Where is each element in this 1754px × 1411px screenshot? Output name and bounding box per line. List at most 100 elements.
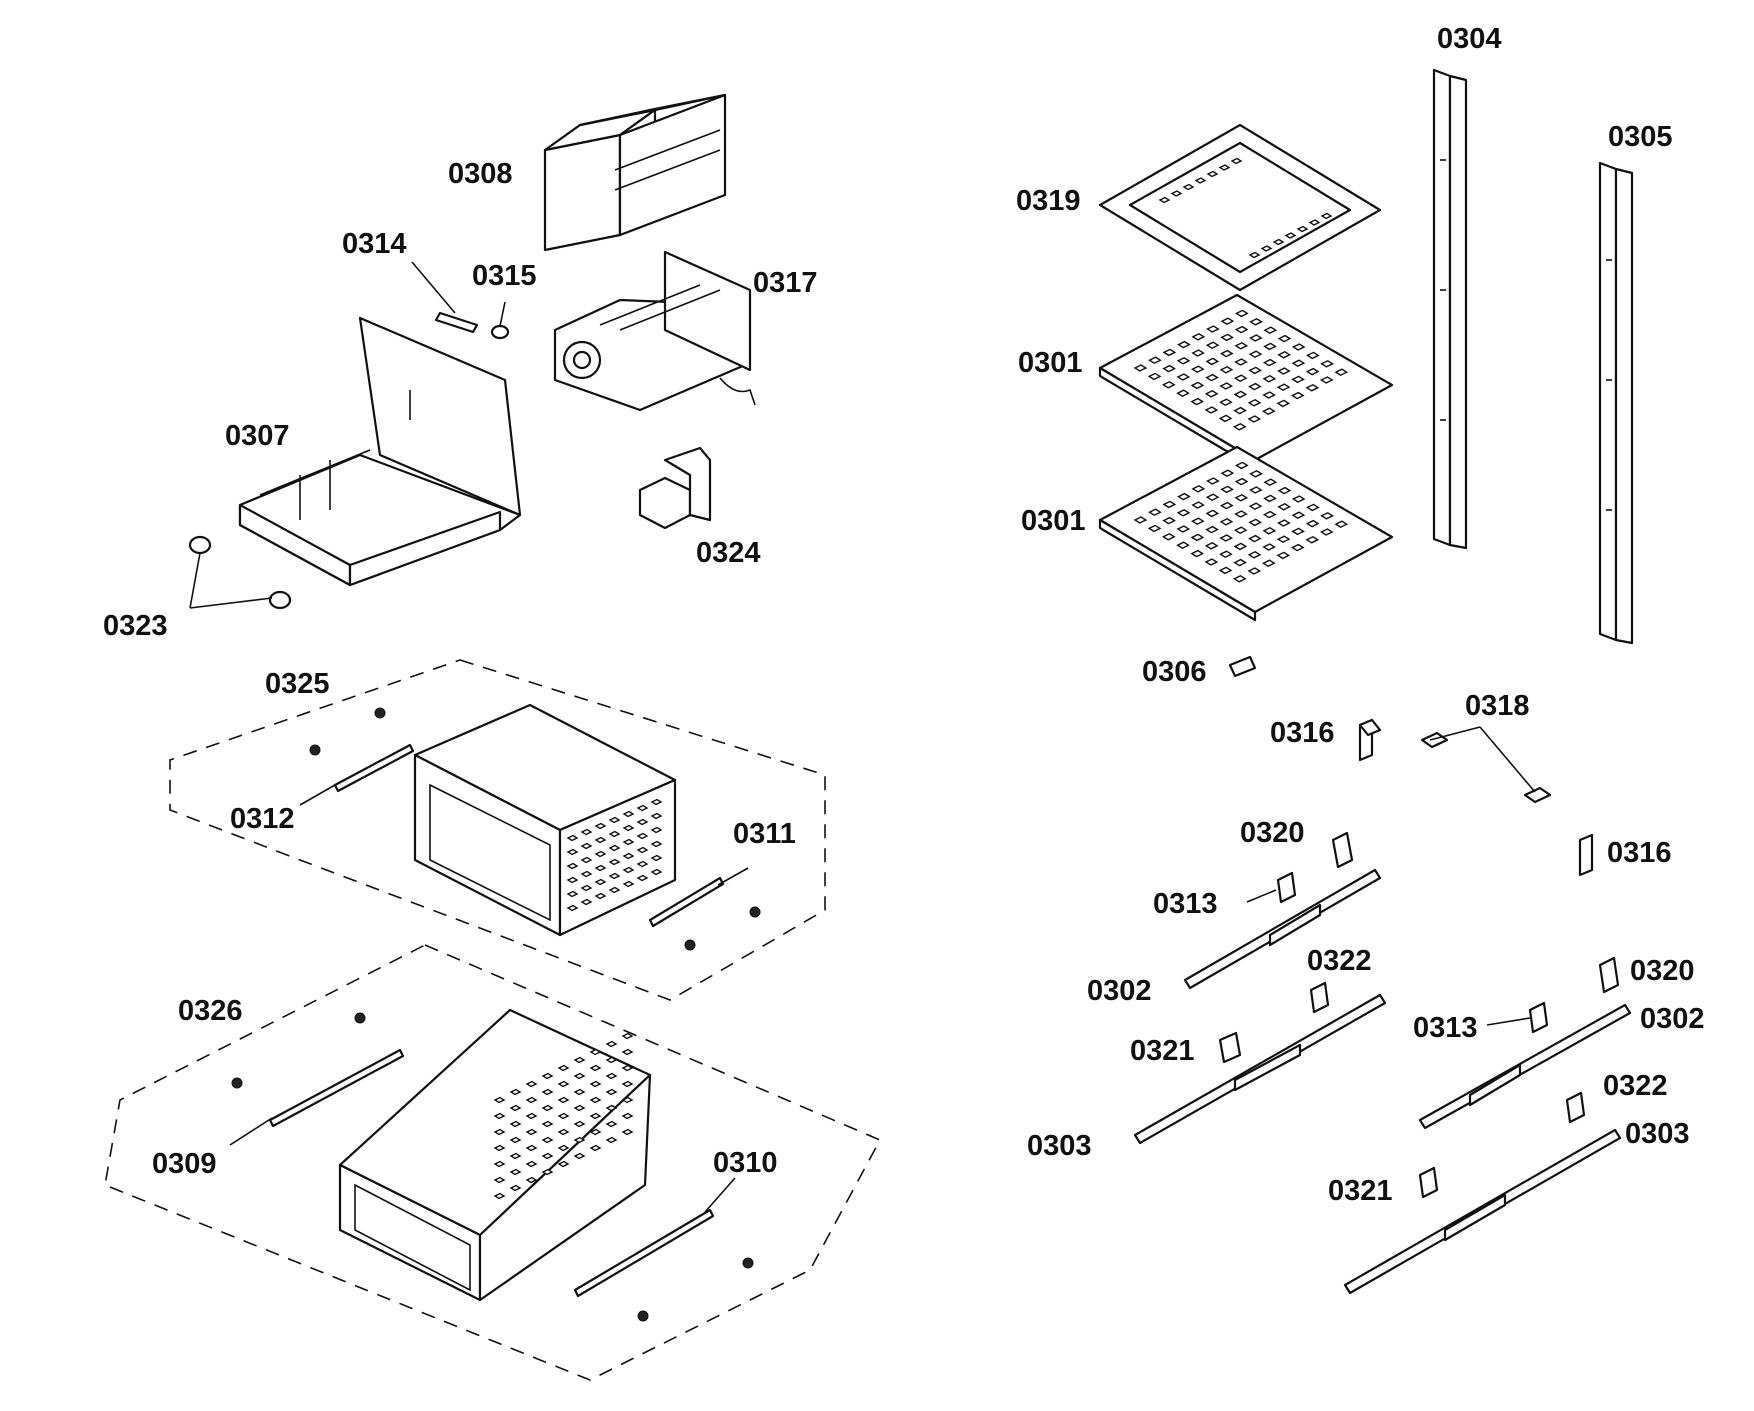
perforation-hole — [1162, 348, 1177, 357]
label-0313-lower: 0313 — [1413, 1012, 1478, 1044]
perforation-hole — [589, 1080, 602, 1088]
perforation-hole — [541, 1136, 554, 1144]
perforation-hole — [1176, 373, 1191, 381]
label-0306: 0306 — [1142, 656, 1207, 688]
label-0322-upper: 0322 — [1307, 945, 1372, 977]
perforation-hole — [608, 872, 621, 880]
perforation-hole — [589, 1048, 602, 1056]
perforation-hole — [509, 1168, 522, 1176]
perforation-hole — [621, 1096, 634, 1104]
part-0306-clip — [1228, 655, 1257, 678]
part-0316-bracket-lower — [1578, 833, 1594, 877]
perforation-hole — [1247, 567, 1262, 575]
perforation-hole — [1305, 383, 1320, 392]
perforation-hole — [541, 1088, 554, 1096]
part-0308-ice-bin — [543, 93, 727, 252]
label-0302-upper: 0302 — [1087, 975, 1152, 1007]
perforation-hole — [1291, 495, 1306, 503]
label-0310: 0310 — [713, 1147, 778, 1179]
perforation-hole — [573, 1136, 586, 1144]
label-0313-upper: 0313 — [1153, 888, 1218, 920]
perforation-hole — [650, 854, 663, 862]
perforation-hole — [594, 850, 607, 858]
perforation-hole — [608, 886, 621, 894]
perforation-hole — [650, 812, 663, 820]
part-0310-slide-right — [573, 1208, 715, 1298]
perforation-hole — [541, 1104, 554, 1112]
label-0301-upper: 0301 — [1018, 347, 1083, 379]
label-0316-upper: 0316 — [1270, 717, 1335, 749]
part-0302-rail-lower — [1418, 1003, 1632, 1130]
perforation-hole — [1147, 524, 1162, 533]
perforation-hole — [566, 876, 579, 884]
perforation-hole — [573, 1056, 586, 1064]
perforation-hole — [594, 878, 607, 886]
perforation-hole — [594, 864, 607, 872]
perforation-hole — [1233, 558, 1247, 567]
part-0326-drawer — [338, 1008, 652, 1302]
perforation-hole — [1234, 325, 1249, 334]
perforation-hole — [1277, 367, 1291, 375]
perforation-hole — [1233, 374, 1248, 383]
perforation-hole — [605, 1056, 618, 1064]
label-0312: 0312 — [230, 803, 295, 835]
perforation-hole — [557, 1160, 570, 1168]
part-0322-clip-lower — [1565, 1091, 1586, 1124]
perforation-hole — [1272, 238, 1285, 246]
perforation-hole — [1190, 397, 1205, 406]
perforation-hole — [557, 1080, 570, 1088]
perforation-hole — [1277, 486, 1292, 495]
perforation-hole — [636, 818, 649, 826]
perforation-hole — [1161, 532, 1176, 541]
perforation-hole — [557, 1096, 570, 1104]
perforation-hole — [573, 1072, 586, 1080]
perforation-hole — [566, 834, 579, 842]
label-0301-lower: 0301 — [1021, 505, 1086, 537]
perforation-hole — [1276, 383, 1291, 392]
perforation-hole — [650, 798, 663, 806]
perforation-hole — [1219, 517, 1234, 526]
perforation-hole — [1218, 414, 1233, 423]
perforation-hole — [636, 846, 649, 854]
perforation-hole — [594, 892, 607, 900]
perforation-hole — [622, 852, 635, 860]
perforation-hole — [493, 1128, 506, 1136]
perforation-hole — [1176, 389, 1190, 398]
perforation-hole — [1248, 486, 1263, 494]
perforation-hole — [525, 1112, 538, 1120]
part-0313-clip-lower — [1528, 1001, 1549, 1034]
label-0315: 0315 — [472, 260, 537, 292]
perforation-hole — [1234, 341, 1249, 350]
perforation-hole — [493, 1112, 506, 1120]
perforation-hole — [1262, 510, 1277, 519]
perforation-hole — [1248, 502, 1263, 511]
perforation-hole — [509, 1088, 522, 1096]
part-0318-pad-lower — [1523, 786, 1552, 804]
label-0317: 0317 — [753, 267, 818, 299]
perforation-hole — [1176, 356, 1191, 365]
part-0322-clip-upper — [1309, 981, 1330, 1014]
perforation-hole — [621, 1032, 634, 1040]
assembly-outline-0325 — [169, 659, 826, 1001]
perforation-hole — [1248, 382, 1262, 391]
perforation-hole — [1248, 366, 1263, 375]
perforation-hole — [1234, 510, 1248, 518]
label-0320-lower: 0320 — [1630, 955, 1695, 987]
perforation-hole — [1263, 326, 1278, 335]
perforation-hole — [573, 1120, 586, 1128]
perforation-hole — [621, 1048, 634, 1056]
perforation-hole — [509, 1152, 522, 1160]
perforation-hole — [1334, 520, 1349, 529]
perforation-hole — [605, 1040, 618, 1048]
label-0308: 0308 — [448, 158, 513, 190]
perforation-hole — [509, 1184, 522, 1192]
label-0325: 0325 — [265, 668, 330, 700]
perforation-hole — [1262, 526, 1277, 535]
perforation-hole — [1276, 399, 1291, 408]
perforation-hole — [622, 880, 635, 888]
label-0322-lower: 0322 — [1603, 1070, 1668, 1102]
perforation-hole — [1320, 359, 1334, 368]
part-0311-slide-right — [648, 876, 725, 928]
perforation-hole — [1219, 534, 1234, 542]
